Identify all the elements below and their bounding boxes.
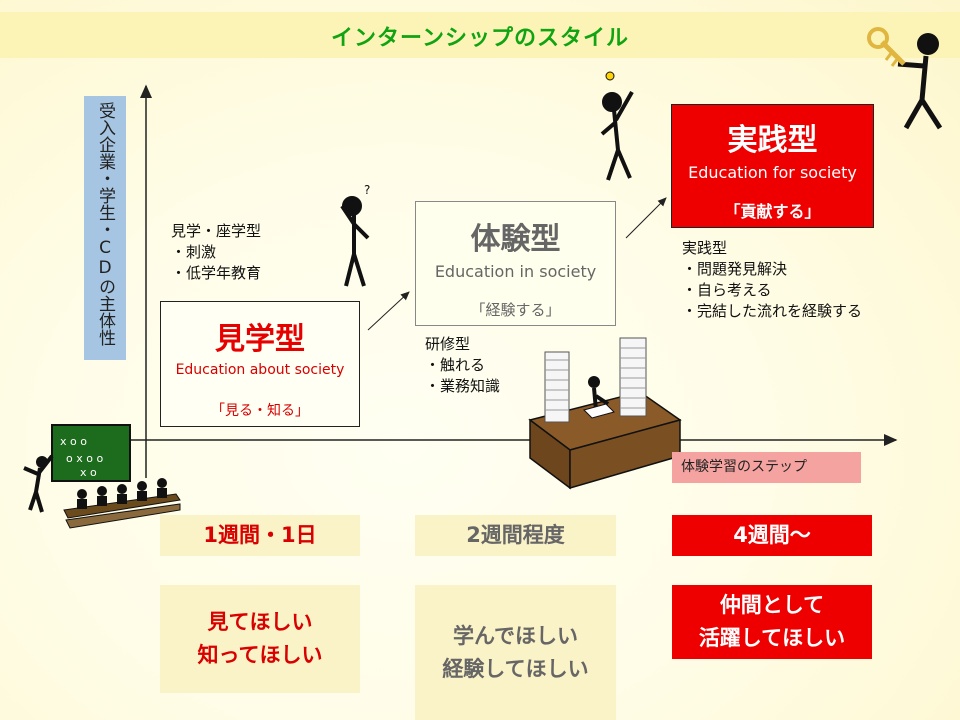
svg-text:x o o: x o o (60, 435, 87, 448)
horizontal-axis-label: 体験学習のステップ (672, 452, 861, 483)
hope-line: 経験してほしい (442, 656, 589, 681)
note-line: ・業務知識 (425, 377, 501, 395)
progress-arrow-1 (367, 291, 410, 331)
stage-box-jissen: 実践型 Education for society 「貢献する」 (671, 104, 874, 228)
hope-jissen: 仲間として 活躍してほしい (672, 585, 872, 659)
duration-jissen: 4週間～ (672, 515, 872, 556)
svg-text:x o: x o (80, 466, 97, 479)
note-line: ・自ら考える (682, 281, 772, 299)
stage-notes-jissen: 実践型 ・問題発見解決 ・自ら考える ・完結した流れを経験する (682, 238, 862, 322)
svg-text:o x o o: o x o o (66, 452, 103, 465)
note-line: ・刺激 (171, 243, 217, 261)
stage-notes-taiken: 研修型 ・触れる ・業務知識 (425, 334, 500, 397)
stage-english: Education about society (175, 362, 345, 378)
idea-person-icon (600, 71, 634, 181)
stage-motto: 「経験する」 (470, 301, 561, 319)
vertical-axis-label: 受入企業・学生・CDの主体性 (84, 96, 126, 360)
stage-english: Education for society (688, 163, 857, 182)
hope-taiken: 学んでほしい 経験してほしい (415, 585, 616, 720)
stage-title: 実践型 (727, 123, 818, 158)
stage-title: 見学型 (215, 322, 305, 357)
hope-line: 学んでほしい (453, 623, 578, 648)
note-line: ・触れる (425, 356, 486, 374)
hope-line: 知ってほしい (197, 643, 323, 667)
stage-notes-kengaku: 見学・座学型 ・刺激 ・低学年教育 (171, 221, 261, 284)
stage-motto: 「見る・知る」 (211, 403, 309, 419)
note-line: 実践型 (682, 239, 728, 257)
hope-line: 活躍してほしい (698, 626, 846, 650)
stage-box-kengaku: 見学型 Education about society 「見る・知る」 (160, 301, 360, 427)
desk-with-paper-stacks-icon (528, 337, 682, 490)
teacher-classroom-icon: x o o o x o o x o (23, 424, 181, 529)
duration-taiken: 2週間程度 (415, 515, 616, 556)
svg-text:?: ? (364, 183, 370, 197)
title-band (0, 12, 960, 58)
duration-kengaku: 1週間・1日 (160, 515, 360, 556)
slide-title: インターンシップのスタイル (331, 26, 629, 51)
note-line: 研修型 (425, 335, 471, 353)
hope-line: 見てほしい (207, 610, 313, 634)
progress-arrow-2 (625, 197, 667, 239)
stage-english: Education in society (434, 262, 597, 281)
note-line: 見学・座学型 (171, 222, 262, 240)
note-line: ・問題発見解決 (682, 260, 788, 278)
note-line: ・低学年教育 (171, 264, 262, 282)
hope-kengaku: 見てほしい 知ってほしい (160, 585, 360, 693)
stage-title: 体験型 (470, 222, 561, 257)
person-with-key-icon (867, 27, 943, 130)
stage-box-taiken: 体験型 Education in society 「経験する」 (415, 201, 616, 326)
note-line: ・完結した流れを経験する (682, 302, 863, 320)
thinking-person-icon: ? (340, 183, 370, 287)
stage-motto: 「貢献する」 (724, 202, 821, 221)
hope-line: 仲間として (719, 593, 825, 617)
